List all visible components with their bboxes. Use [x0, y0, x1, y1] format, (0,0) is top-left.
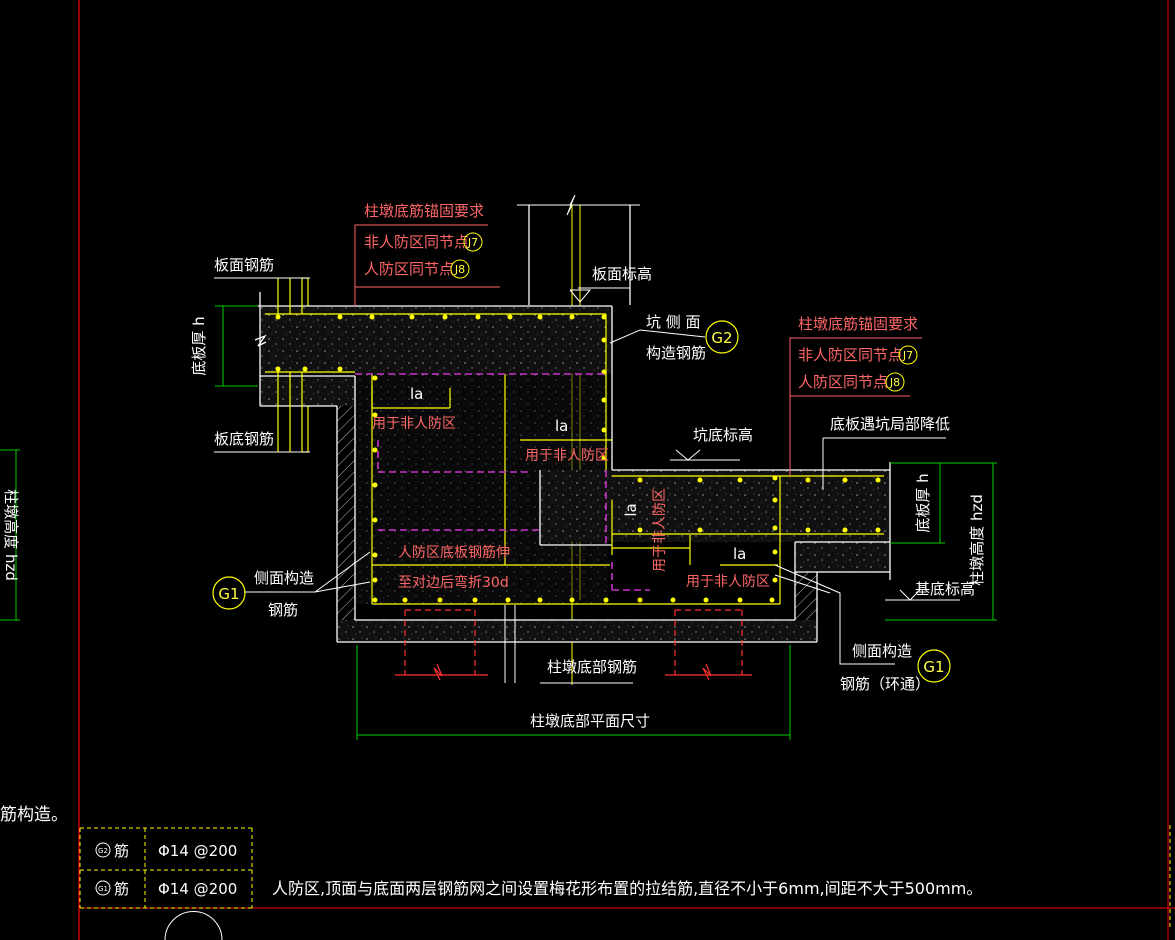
red-labels: 用于非人防区 用于非人防区 用于非人防区 用于非人防区 人防区底板钢筋伸 至对边… — [372, 416, 770, 591]
drawing-frame — [78, 0, 1175, 940]
rebar-table-row-1-mark: G2 — [98, 847, 108, 855]
pier-height-label: 柱墩高度 hzd — [968, 494, 986, 586]
non-civil-label-4: 用于非人防区 — [686, 574, 770, 590]
upper-slab-dots — [275, 314, 607, 461]
slab-thickness-right-label: 底板厚 h — [914, 473, 932, 532]
slab-elevation-label: 板面标高 — [592, 265, 652, 283]
anchor-right-title: 柱墩底筋锚固要求 — [798, 315, 918, 333]
pier-cage-rebar — [371, 374, 884, 605]
top-rebar-label: 板面钢筋 — [214, 256, 274, 274]
pit-side-label-b: 构造钢筋 — [646, 344, 706, 362]
la-label-1: la — [410, 385, 423, 403]
white-labels: 板面钢筋 板底钢筋 底板厚 h 板面标高 坑 侧 面 构造钢筋 坑底标高 底板遇… — [190, 256, 986, 730]
left-pier-height-label: 柱墩高度 hzd — [2, 489, 20, 581]
anchor-left-title: 柱墩底筋锚固要求 — [364, 202, 484, 220]
pier-cage-dots — [372, 375, 881, 603]
la-label-4: la — [733, 545, 746, 563]
rebar-table-row-1: G2 筋 Φ14 @200 — [95, 842, 237, 860]
la-label-2: la — [555, 417, 568, 435]
callouts-g: G2 G1 G1 — [212, 320, 951, 683]
anchor-left-ref2: J8 — [454, 263, 465, 276]
callout-g1-left: G1 — [218, 585, 239, 603]
pit-bottom-elevation-label: 坑底标高 — [693, 426, 753, 444]
leader-lines — [214, 277, 960, 684]
slab-thickness-label: 底板厚 h — [190, 316, 208, 375]
dimension-lines — [215, 305, 997, 740]
pier-bottom-rebar-label: 柱墩底部钢筋 — [547, 658, 637, 676]
pier-plan-size-label: 柱墩底部平面尺寸 — [530, 712, 650, 730]
anchor-left-ref1: J7 — [467, 236, 478, 249]
civil-extend-label-b: 至对边后弯折30d — [398, 574, 509, 591]
side-rebar-right-a: 侧面构造 — [852, 642, 912, 660]
anchor-right-line2: 人防区同节点 — [798, 373, 888, 391]
non-civil-label-1: 用于非人防区 — [372, 416, 456, 432]
callout-g1-right: G1 — [923, 658, 944, 676]
rebar-table-row-2-mark: G1 — [98, 885, 108, 893]
anchor-callout-right: 柱墩底筋锚固要求 非人防区同节点 人防区同节点 J7 J8 — [789, 315, 922, 476]
anchor-callout-left: 柱墩底筋锚固要求 非人防区同节点 人防区同节点 J7 J8 — [354, 202, 500, 306]
civil-extend-label-a: 人防区底板钢筋伸 — [398, 544, 510, 561]
non-civil-label-3: 用于非人防区 — [652, 488, 668, 572]
base-elevation-label: 基底标高 — [915, 580, 975, 598]
partial-circle-symbol — [164, 911, 223, 940]
rebar-table-row-2-spec: Φ14 @200 — [158, 880, 237, 898]
side-rebar-left-a: 侧面构造 — [254, 569, 314, 587]
slab-drop-label: 底板遇坑局部降低 — [830, 415, 950, 433]
la-label-3: la — [622, 503, 640, 516]
anchor-right-ref1: J7 — [902, 349, 913, 362]
side-rebar-left-b: 钢筋 — [268, 601, 298, 619]
callout-g2: G2 — [711, 329, 732, 347]
pit-rebar — [355, 373, 650, 591]
pit-side-label-a: 坑 侧 面 — [646, 313, 701, 331]
rebar-table-row-1-suffix: 筋 — [114, 842, 129, 860]
rebar-table — [79, 827, 253, 909]
side-rebar-right-b: 钢筋（环通） — [840, 675, 930, 693]
concrete-body — [260, 306, 890, 642]
civil-defense-note: 人防区,顶面与底面两层钢筋网之间设置梅花形布置的拉结筋,直径不小于6mm,间距不… — [272, 879, 982, 898]
anchor-left-line2: 人防区同节点 — [364, 260, 454, 278]
rebar-table-row-2: G1 筋 Φ14 @200 — [95, 880, 237, 898]
rebar-table-row-1-spec: Φ14 @200 — [158, 842, 237, 860]
structure-outline — [254, 292, 891, 643]
non-civil-label-2: 用于非人防区 — [525, 448, 609, 464]
rebar-table-row-2-suffix: 筋 — [114, 880, 129, 898]
left-partial-text: 筋构造。 — [0, 805, 68, 825]
anchor-right-ref2: J8 — [889, 376, 900, 389]
anchor-left-line1: 非人防区同节点 — [364, 233, 469, 251]
anchor-right-line1: 非人防区同节点 — [798, 346, 903, 364]
left-partial-drawing: 柱墩高度 hzd 筋构造。 — [0, 449, 68, 825]
bottom-rebar-label: 板底钢筋 — [214, 430, 274, 448]
piles — [395, 609, 752, 681]
